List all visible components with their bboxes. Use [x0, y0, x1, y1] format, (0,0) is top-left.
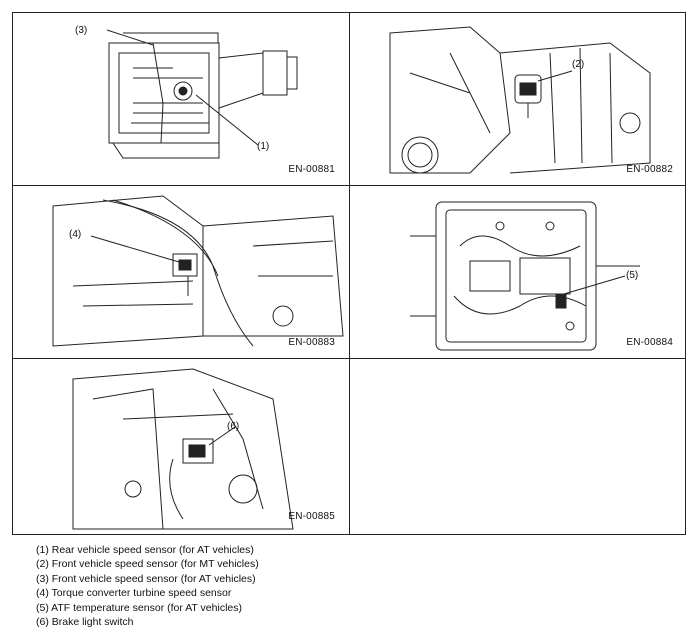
figure-code: EN-00882 — [626, 164, 673, 175]
legend-item: (1) Rear vehicle speed sensor (for AT ve… — [36, 544, 254, 556]
legend-item: (3) Front vehicle speed sensor (for AT v… — [36, 572, 256, 585]
transmission-illustration-3 — [52, 195, 344, 347]
callout-6: (6) — [227, 421, 240, 432]
figure-code: EN-00883 — [288, 337, 335, 348]
figure-front-speed-sensor-mt: (2) EN-00882 — [350, 13, 687, 185]
legend-item: (2) Front vehicle speed sensor (for MT v… — [36, 558, 259, 571]
figure-code: EN-00884 — [626, 337, 673, 348]
callout-2: (2) — [572, 59, 585, 70]
valve-body-illustration — [410, 201, 640, 351]
callout-4: (4) — [69, 229, 82, 240]
callout-1: (1) — [257, 141, 270, 152]
transmission-illustration-1 — [106, 29, 298, 159]
transmission-illustration-2 — [389, 26, 651, 174]
grid-divider-row1 — [13, 185, 685, 186]
callout-5: (5) — [626, 270, 639, 281]
figure-rear-speed-sensor: (3) (1) EN-00881 — [13, 13, 349, 185]
figure-grid: (3) (1) EN-00881 (2) EN-00882 — [12, 12, 686, 535]
figure-brake-light-switch: (6) EN-00885 — [13, 359, 349, 536]
empty-figure-cell — [350, 359, 687, 536]
grid-divider-row2 — [13, 358, 685, 359]
figure-code: EN-00885 — [288, 511, 335, 522]
figure-code: EN-00881 — [288, 164, 335, 175]
callout-3: (3) — [75, 25, 88, 36]
figure-turbine-speed-sensor: (4) EN-00883 — [13, 186, 349, 358]
legend-item: (6) Brake light switch — [36, 616, 134, 629]
legend-item: (4) Torque converter turbine speed senso… — [36, 587, 232, 600]
legend-item: (5) ATF temperature sensor (for AT vehic… — [36, 601, 242, 614]
pedal-assembly-illustration — [72, 368, 294, 530]
figure-atf-temperature-sensor: (5) EN-00884 — [350, 186, 687, 358]
grid-divider-vertical — [349, 13, 350, 534]
legend: (1) Rear vehicle speed sensor (for AT ve… — [36, 543, 259, 629]
